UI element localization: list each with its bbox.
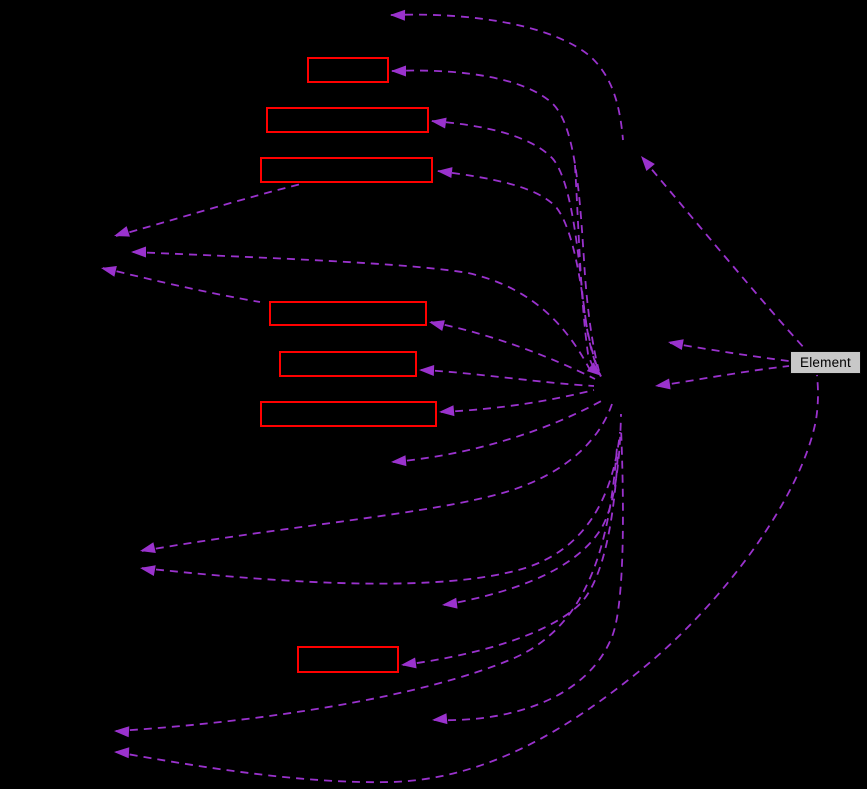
arrowhead-icon-21 — [114, 726, 130, 738]
arrowhead-icon-16 — [140, 542, 156, 553]
dependency-edge-16 — [141, 403, 613, 552]
arrowhead-icon-17 — [140, 565, 156, 577]
arrowhead-icon-15 — [391, 455, 407, 467]
arrowhead-icon-8 — [101, 266, 117, 277]
arrowhead-icon-18 — [442, 597, 458, 609]
linked-node-6[interactable] — [260, 401, 437, 427]
dependency-edge-14 — [642, 158, 807, 351]
dependency-edge-19 — [402, 451, 619, 666]
linked-node-4[interactable] — [269, 301, 427, 326]
dependency-edge-13 — [657, 365, 790, 387]
arrowhead-icon-10 — [419, 365, 435, 377]
dependency-edge-17 — [141, 431, 621, 585]
linked-node-5[interactable] — [279, 351, 417, 377]
arrowhead-icon-13 — [655, 378, 671, 390]
element-node-label: Element — [800, 354, 851, 370]
arrowhead-icon-6 — [114, 226, 130, 237]
dependency-edge-15 — [392, 398, 606, 463]
arrowhead-icon-14 — [641, 156, 655, 172]
arrowhead-icon-20 — [432, 713, 448, 725]
linked-node-3[interactable] — [260, 157, 433, 183]
arrowhead-icon-9 — [429, 320, 445, 331]
arrowhead-icon-4 — [431, 117, 447, 129]
dependency-edge-6 — [115, 183, 302, 237]
arrowhead-icon-7 — [131, 246, 146, 258]
arrowhead-icon-3 — [391, 65, 406, 77]
dependency-edge-9 — [430, 321, 596, 380]
linked-node-2[interactable] — [266, 107, 429, 133]
arrowhead-icon-5 — [437, 167, 453, 179]
linked-node-1[interactable] — [307, 57, 389, 83]
arrowhead-icon-12 — [668, 339, 684, 351]
dependency-edge-10 — [420, 369, 595, 387]
dependency-edge-8 — [102, 267, 261, 303]
dependency-edge-21 — [115, 446, 618, 732]
dependency-edge-5 — [437, 170, 602, 378]
dependency-edge-11 — [440, 389, 595, 413]
dependency-edge-3 — [391, 69, 600, 372]
arrowhead-icon-22 — [114, 747, 130, 759]
dependency-edge-2 — [574, 164, 601, 375]
linked-node-7[interactable] — [297, 646, 399, 673]
arrowhead-icon-19 — [401, 657, 417, 669]
dependency-edge-20 — [433, 427, 624, 722]
element-node: Element — [790, 351, 861, 374]
dependency-edge-18 — [443, 413, 622, 606]
arrowhead-icon-1 — [390, 9, 406, 21]
dependency-edge-22 — [115, 374, 819, 784]
arrowhead-icon-11 — [439, 405, 455, 417]
dependency-edge-12 — [669, 342, 790, 362]
